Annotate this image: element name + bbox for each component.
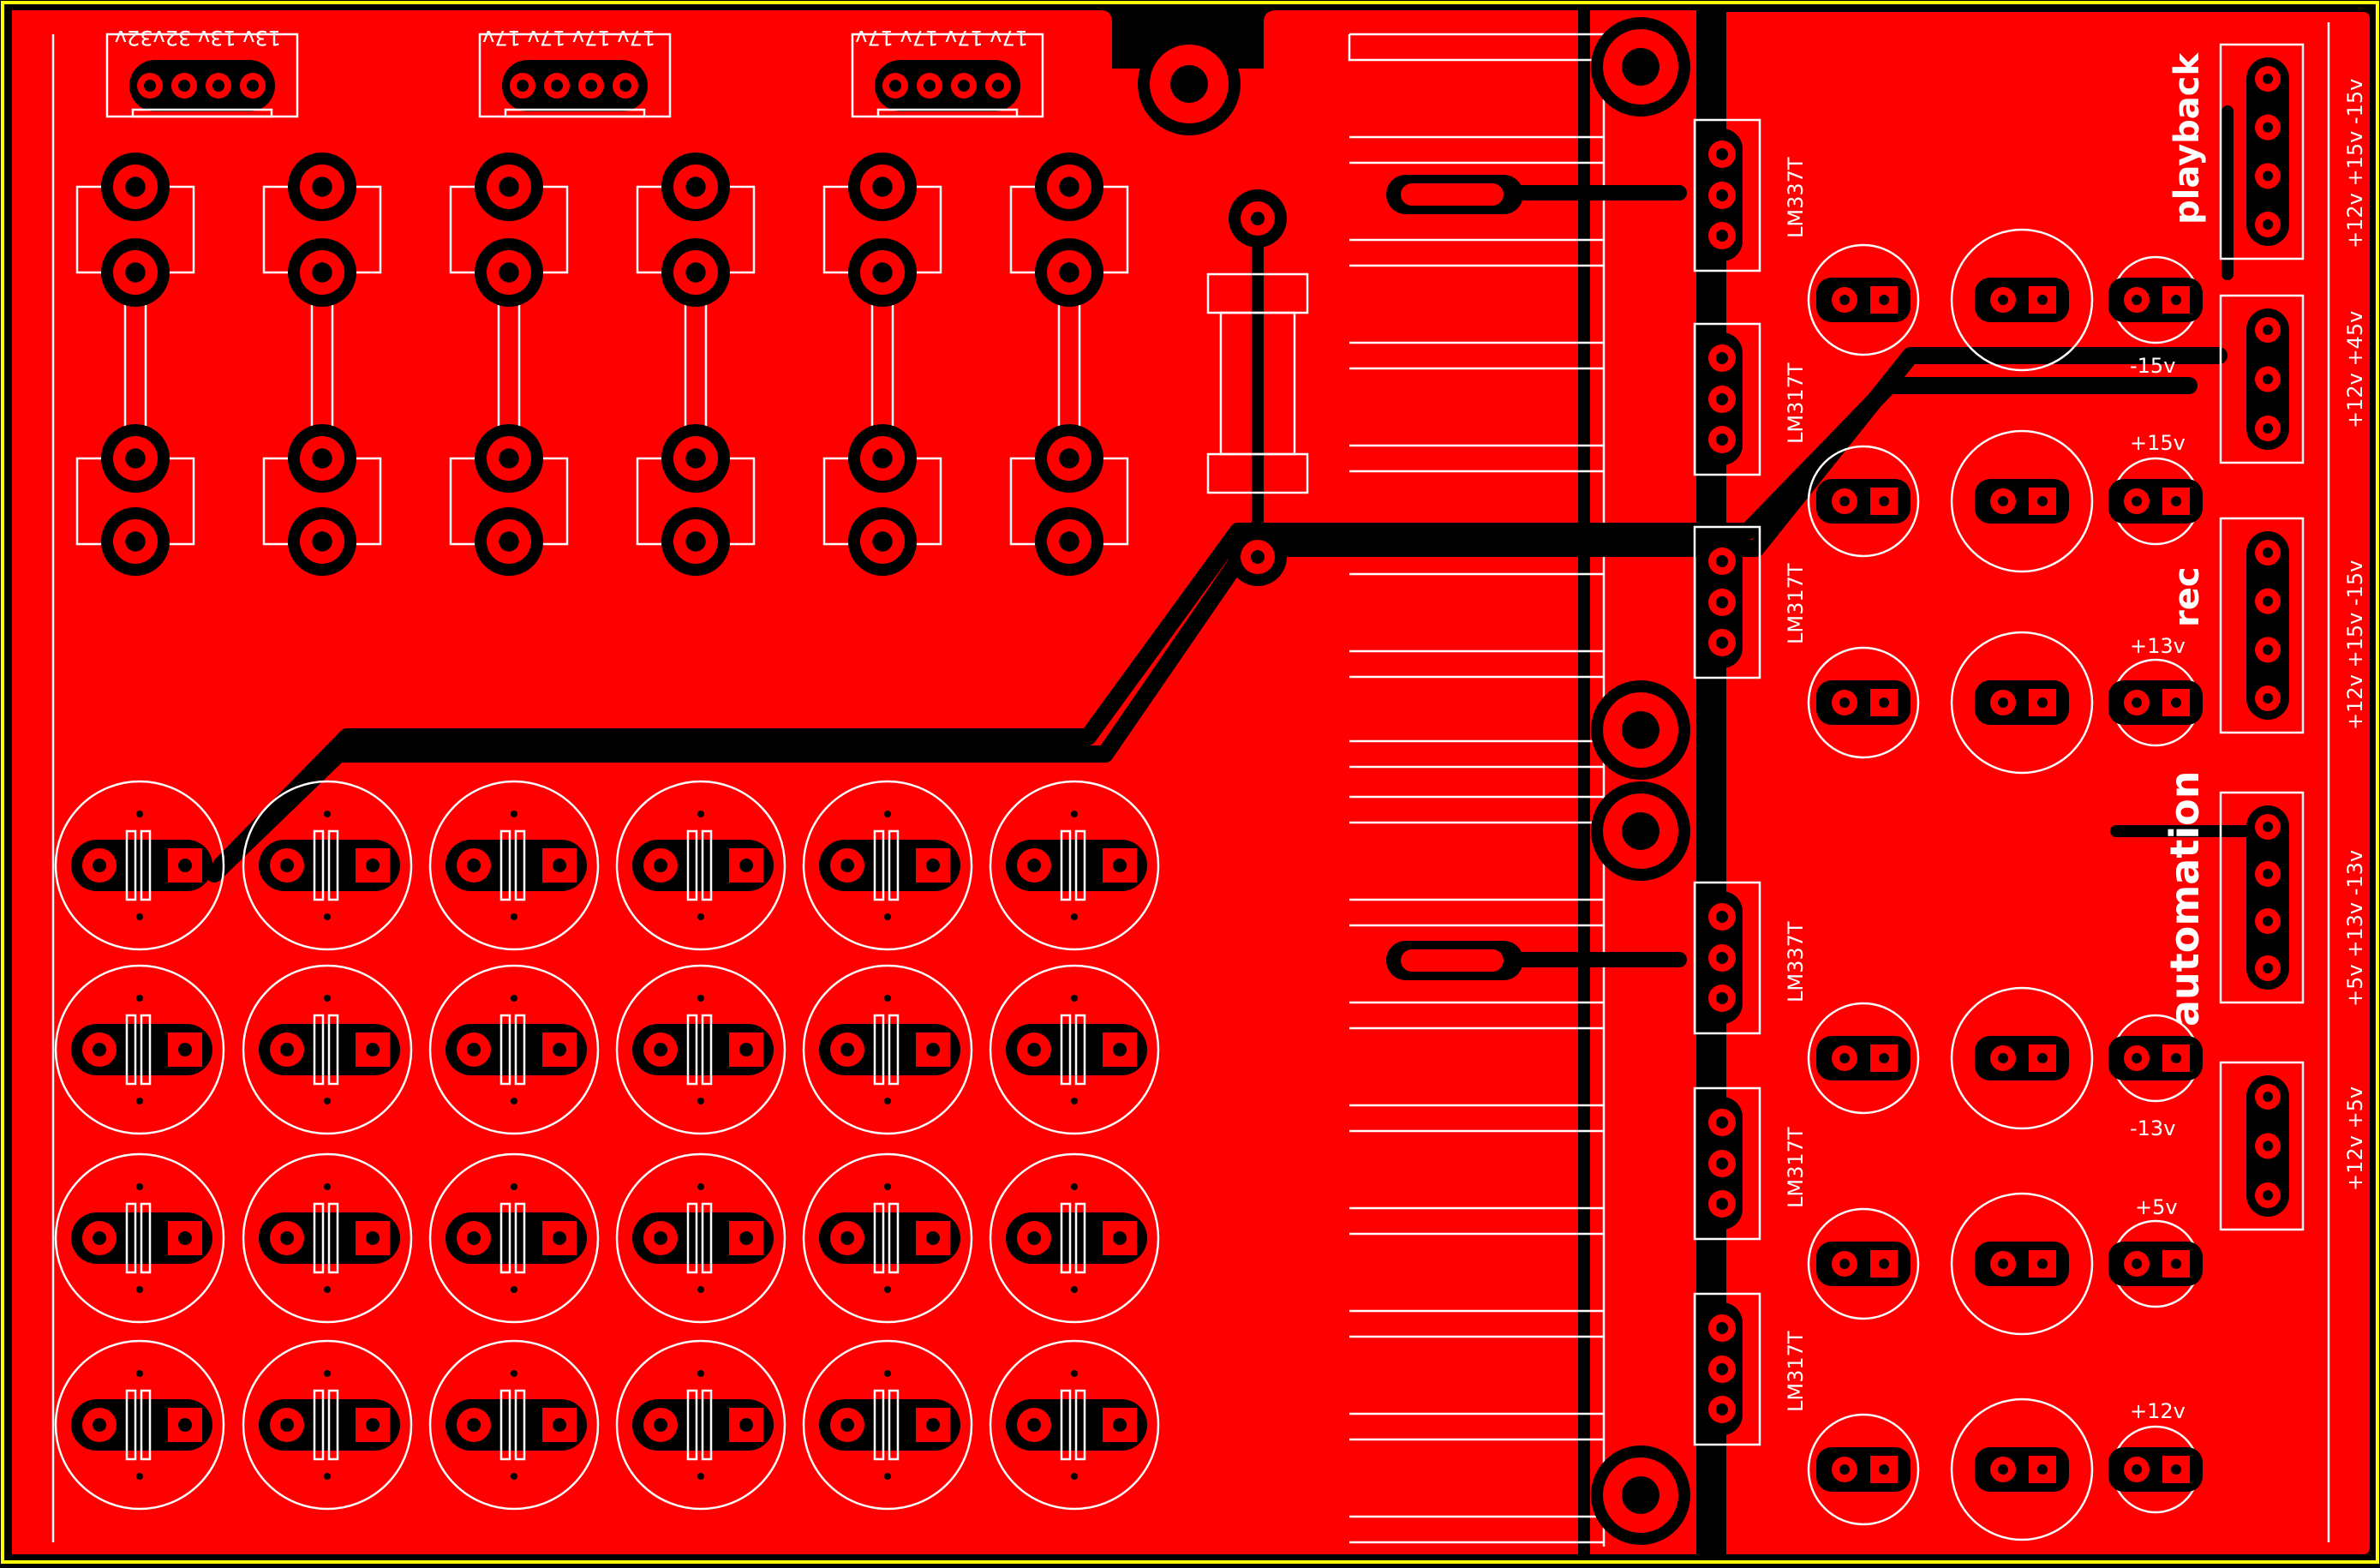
electrolytic-capacitor-icon xyxy=(989,1339,1160,1511)
rail-label-3: +13v xyxy=(2130,634,2186,658)
electrolytic-capacitor-icon xyxy=(1807,243,1920,356)
rectifier-diode-icon xyxy=(449,153,569,576)
electrolytic-capacitor-icon xyxy=(428,1152,600,1324)
rectifier-diode-icon xyxy=(1009,153,1129,576)
electrolytic-capacitor-icon xyxy=(2108,457,2203,546)
output-connector-label-1: +12v +15v -15v xyxy=(2343,79,2367,248)
voltage-regulator-icon xyxy=(1693,322,1761,476)
filter-capacitor-bank xyxy=(54,780,1160,1511)
voltage-regulator-icon xyxy=(1693,525,1761,679)
rail-label-2: +15v xyxy=(2130,431,2186,455)
electrolytic-capacitor-icon xyxy=(2108,658,2203,747)
rectifier-diodes xyxy=(75,153,1129,576)
header-connector-icon xyxy=(2219,294,2305,464)
header-connector-icon xyxy=(105,33,299,118)
regulator-label-6: LM317T xyxy=(1784,1331,1808,1412)
electrolytic-capacitor-icon xyxy=(1950,986,2094,1130)
section-label-automation: automation xyxy=(2162,771,2208,1026)
mounting-holes xyxy=(1138,17,1690,1545)
output-connector-label-4: +5v +13v -13v xyxy=(2343,850,2367,1007)
section-label-playback: playback xyxy=(2168,51,2207,224)
regulator-label-1: LM337T xyxy=(1784,157,1808,238)
regulator-label-2: LM317T xyxy=(1784,362,1808,444)
section-label-rec: rec xyxy=(2168,566,2207,627)
electrolytic-capacitor-icon xyxy=(54,1152,225,1324)
electrolytic-capacitor-icon xyxy=(1950,1192,2094,1336)
header-connector-icon xyxy=(478,33,672,118)
regulator-label-5: LM317T xyxy=(1784,1127,1808,1208)
electrolytic-capacitor-icon xyxy=(428,964,600,1135)
regulator-label-3: LM317T xyxy=(1784,563,1808,644)
header-connector-icon xyxy=(2219,1061,2305,1231)
copper-pours xyxy=(12,10,2370,1554)
heatsink-tab-pads xyxy=(1386,175,1523,980)
electrolytic-capacitor-icon xyxy=(242,1339,413,1511)
header-connector-icon xyxy=(2219,517,2305,734)
electrolytic-capacitor-icon xyxy=(242,780,413,951)
output-connector-label-3: +12v +15v -15v xyxy=(2343,560,2367,730)
output-connector-label-2: +12v +45v xyxy=(2343,311,2367,428)
electrolytic-capacitor-icon xyxy=(802,1339,973,1511)
voltage-regulators xyxy=(1693,118,1761,1446)
electrolytic-capacitor-icon xyxy=(1950,1397,2094,1541)
electrolytic-capacitor-icon xyxy=(802,964,973,1135)
electrolytic-capacitor-icon xyxy=(2108,1014,2203,1103)
resistor-icon xyxy=(1206,189,1309,586)
input-connector-label-3: 17v 17v 17v 17v xyxy=(855,26,1028,50)
rectifier-diode-icon xyxy=(822,153,942,576)
electrolytic-capacitor-icon xyxy=(989,1152,1160,1324)
voltage-regulator-icon xyxy=(1693,1086,1761,1241)
voltage-regulator-icon xyxy=(1693,118,1761,272)
electrolytic-capacitor-icon xyxy=(989,964,1160,1135)
voltage-regulator-icon xyxy=(1693,881,1761,1035)
voltage-regulator-icon xyxy=(1693,1292,1761,1446)
regulator-label-4: LM337T xyxy=(1784,921,1808,1002)
rectifier-diode-icon xyxy=(75,153,195,576)
electrolytic-capacitor-icon xyxy=(2108,1425,2203,1514)
electrolytic-capacitor-icon xyxy=(1950,429,2094,573)
rectifier-diode-icon xyxy=(262,153,382,576)
electrolytic-capacitor-icon xyxy=(1950,228,2094,372)
output-connectors xyxy=(2219,43,2305,1231)
output-capacitors xyxy=(1807,228,2203,1541)
electrolytic-capacitor-icon xyxy=(428,780,600,951)
rail-label-6: +12v xyxy=(2130,1399,2186,1423)
electrolytic-capacitor-icon xyxy=(1807,1413,1920,1526)
rail-label-5: +5v xyxy=(2135,1195,2178,1219)
electrolytic-capacitor-icon xyxy=(1807,646,1920,759)
electrolytic-capacitor-icon xyxy=(242,1152,413,1324)
electrolytic-capacitor-icon xyxy=(54,1339,225,1511)
electrolytic-capacitor-icon xyxy=(428,1339,600,1511)
electrolytic-capacitor-icon xyxy=(615,1152,786,1324)
electrolytic-capacitor-icon xyxy=(1807,1207,1920,1320)
electrolytic-capacitor-icon xyxy=(2108,1219,2203,1308)
electrolytic-capacitor-icon xyxy=(615,780,786,951)
electrolytic-capacitor-icon xyxy=(242,964,413,1135)
rectifier-diode-icon xyxy=(636,153,756,576)
electrolytic-capacitor-icon xyxy=(1807,445,1920,558)
header-connector-icon xyxy=(2219,43,2305,260)
rail-label-4: -13v xyxy=(2130,1116,2175,1140)
electrolytic-capacitor-icon xyxy=(615,1339,786,1511)
electrolytic-capacitor-icon xyxy=(54,780,225,951)
header-connector-icon xyxy=(851,33,1044,118)
rail-label-1: -15v xyxy=(2130,354,2175,378)
header-connector-icon xyxy=(2219,791,2305,1004)
input-connector-label-1: 13v 13v 32v32v xyxy=(115,26,281,50)
electrolytic-capacitor-icon xyxy=(802,780,973,951)
output-connector-label-5: +12v +5v xyxy=(2343,1086,2367,1191)
electrolytic-capacitor-icon xyxy=(989,780,1160,951)
electrolytic-capacitor-icon xyxy=(615,964,786,1135)
electrolytic-capacitor-icon xyxy=(1950,631,2094,775)
input-connector-label-2: 17v 17v 17v 17v xyxy=(482,26,655,50)
electrolytic-capacitor-icon xyxy=(54,964,225,1135)
electrolytic-capacitor-icon xyxy=(802,1152,973,1324)
electrolytic-capacitor-icon xyxy=(2108,255,2203,344)
input-connectors xyxy=(105,33,1044,118)
electrolytic-capacitor-icon xyxy=(1807,1002,1920,1115)
